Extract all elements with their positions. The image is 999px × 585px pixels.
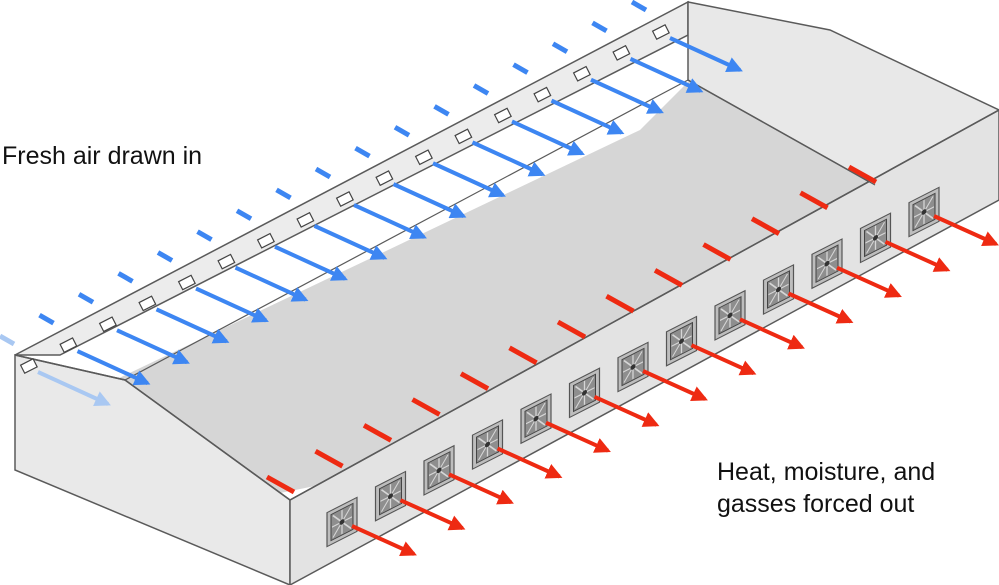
exhaust-arrow-icon: [642, 369, 708, 402]
fan-icon: [471, 418, 504, 471]
roof-interior: [115, 80, 875, 495]
fan-icon: [568, 367, 601, 419]
intake-arrow-icon: [511, 119, 585, 156]
exhaust-dash: [411, 397, 441, 417]
intake-arrow-icon: [432, 161, 506, 198]
exhaust-arrow-icon: [399, 498, 466, 531]
exhaust-dash: [265, 474, 296, 495]
intake-arrow-icon: [629, 57, 704, 93]
exhaust-dash: [653, 268, 684, 288]
fan-icon: [859, 212, 892, 264]
fan-icon: [908, 186, 940, 238]
exhaust-arrow-icon: [545, 420, 611, 453]
intake-label: Fresh air drawn in: [2, 142, 203, 170]
intake-vent: [414, 149, 433, 166]
exhaust-arrow-icon: [933, 214, 999, 247]
intake-dash: [591, 20, 608, 34]
intake-arrow-icon: [37, 370, 111, 406]
exhaust-arrow-icon: [496, 446, 563, 479]
intake-arrow-icon: [155, 307, 230, 344]
intake-dash: [156, 250, 174, 263]
intake-vent: [375, 170, 394, 187]
intake-arrow-icon: [274, 244, 348, 281]
exhaust-label: Heat, moisture, and gasses forced out: [717, 456, 935, 520]
exhaust-arrow-icon: [739, 317, 805, 350]
roof-edge: [14, 109, 999, 501]
intake-dash: [0, 333, 16, 347]
exhaust-fans: [265, 164, 999, 557]
intake-vent: [98, 316, 117, 333]
exhaust-dash: [362, 423, 393, 443]
intake-arrow-icon: [313, 224, 388, 260]
intake-arrow-icon: [590, 77, 664, 114]
intake-dash: [354, 145, 371, 159]
intake-vent: [296, 211, 315, 228]
intake-vent: [177, 274, 196, 291]
intake-arrow-icon: [76, 349, 151, 386]
intake-arrow-icon: [195, 286, 269, 323]
intake-vent: [256, 232, 275, 249]
exhaust-dash: [799, 190, 829, 211]
intake-vent: [572, 65, 591, 82]
exhaust-dash: [750, 216, 781, 236]
fan-icon: [326, 496, 358, 548]
intake-arrow-icon: [353, 203, 427, 239]
intake-arrow-icon: [471, 140, 546, 177]
intake-vent: [138, 295, 157, 312]
fan-icon: [762, 263, 795, 316]
intake-dash: [275, 187, 292, 201]
intake-dash: [551, 41, 569, 54]
exhaust-dash: [508, 345, 538, 366]
fan-icon: [811, 238, 843, 290]
exhaust-dash: [459, 371, 490, 391]
intake-vent: [19, 358, 38, 375]
fan-icon: [423, 444, 455, 496]
intake-vent: [454, 128, 473, 145]
intake-dash: [235, 208, 253, 221]
intake-vent: [612, 44, 631, 61]
exhaust-arrow-icon: [448, 472, 514, 505]
intake-dash: [77, 292, 95, 305]
exhaust-dash: [847, 164, 878, 185]
fan-icon: [374, 470, 407, 522]
exhaust-arrow-icon: [351, 524, 417, 557]
fan-icon: [617, 341, 649, 393]
exhaust-arrow-icon: [690, 343, 757, 376]
intake-vents: [0, 0, 743, 406]
intake-vent: [217, 253, 236, 270]
intake-dash: [433, 104, 450, 117]
fan-icon: [665, 315, 698, 367]
exhaust-dash: [702, 242, 732, 262]
intake-dash: [472, 83, 490, 96]
intake-dash: [630, 0, 648, 13]
intake-arrow-icon: [669, 36, 743, 72]
intake-dash: [117, 271, 134, 284]
exhaust-label-line1: Heat, moisture, and: [717, 458, 936, 486]
exhaust-arrow-icon: [884, 240, 951, 272]
fan-icon: [520, 393, 552, 445]
exhaust-arrow-icon: [836, 265, 902, 298]
intake-dash: [512, 62, 529, 75]
intake-vent: [651, 24, 670, 41]
exhaust-dash: [605, 293, 635, 314]
exhaust-arrow-icon: [787, 291, 854, 324]
intake-vent: [533, 86, 552, 103]
exhaust-label-line2: gasses forced out: [717, 490, 915, 518]
intake-dash: [38, 312, 55, 326]
intake-arrow-icon: [116, 328, 190, 365]
exhaust-dash: [314, 448, 344, 469]
exhaust-arrow-icon: [593, 395, 660, 427]
fan-icon: [714, 289, 746, 341]
intake-vent: [493, 107, 512, 124]
intake-arrow-icon: [392, 182, 467, 219]
intake-dash: [196, 229, 213, 242]
intake-arrow-icon: [550, 98, 625, 135]
intake-vent: [59, 337, 78, 354]
exhaust-dash: [556, 319, 587, 340]
intake-dash: [314, 166, 332, 180]
intake-dash: [393, 125, 411, 138]
intake-arrow-icon: [234, 265, 309, 302]
intake-vent: [335, 191, 354, 208]
